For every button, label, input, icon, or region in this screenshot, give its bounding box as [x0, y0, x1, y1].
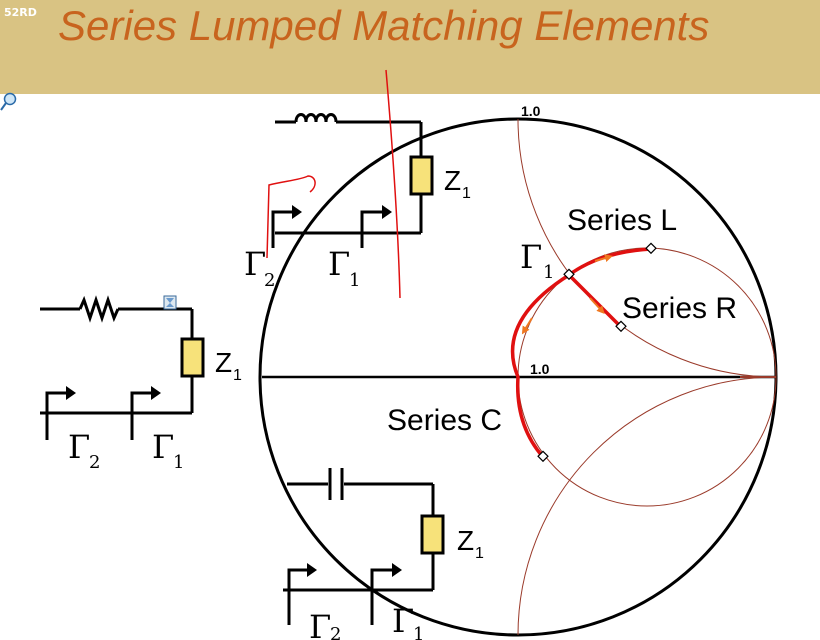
- gamma2-label-bottom: Γ: [309, 608, 331, 640]
- gamma1-label-left: Γ: [152, 428, 174, 466]
- series-capacitor-circuit: Z 1 Γ 2 Γ 1: [283, 468, 484, 640]
- resistor-icon: [78, 295, 120, 323]
- gamma1-sub-top: 1: [349, 270, 360, 291]
- magnifier-icon[interactable]: [0, 92, 20, 116]
- series-r-endpoint: [615, 320, 627, 333]
- inductor-icon: [294, 113, 338, 123]
- series-c-endpoint: [537, 450, 549, 463]
- slide-number: 52RD: [4, 6, 37, 19]
- impedance-z1-left: [180, 337, 205, 378]
- gamma2-sub-left: 2: [89, 452, 100, 473]
- red-annotation-hook: [266, 175, 316, 259]
- unit-label-top: 1.0: [521, 103, 541, 119]
- z1-label-bottom: Z: [457, 525, 474, 556]
- gamma2-arrow-left: [66, 386, 76, 400]
- series-c-trajectory: [510, 273, 570, 459]
- series-l-label: Series L: [567, 204, 677, 237]
- gamma2-label-top: Γ: [244, 245, 266, 283]
- series-r-trajectory: [567, 273, 623, 329]
- z1-sub-top: 1: [462, 185, 471, 202]
- slide-header: 52RD Series Lumped Matching Elements: [0, 0, 820, 94]
- impedance-z1-bottom: [420, 514, 445, 555]
- gamma1-arrow-left: [151, 386, 161, 400]
- series-resistor-circuit: Z 1 Γ 2 Γ 1: [40, 295, 242, 473]
- z1-sub-bottom: 1: [475, 545, 484, 562]
- slide-title: Series Lumped Matching Elements: [58, 2, 710, 49]
- series-inductor-circuit: Z 1 Γ 2 Γ 1: [244, 113, 471, 291]
- series-c-arrow: [521, 317, 533, 335]
- gamma2-label-left: Γ: [68, 428, 90, 466]
- z1-label-left: Z: [215, 347, 232, 378]
- gamma1-chart-label: Γ: [520, 238, 542, 276]
- unit-label-center: 1.0: [530, 361, 550, 377]
- hand-annotations: [266, 69, 401, 299]
- gamma1-arrow-bottom: [392, 563, 402, 577]
- unit-reactance-arc-lower: [517, 376, 777, 636]
- series-l-arrow: [594, 254, 613, 262]
- series-r-arrow: [589, 297, 605, 314]
- gamma2-sub-bottom: 2: [330, 624, 341, 640]
- gamma1-sub-left: 1: [173, 452, 184, 473]
- series-r-label: Series R: [622, 292, 737, 325]
- series-l-endpoint: [645, 242, 657, 255]
- red-reference-line: [385, 69, 401, 299]
- gamma1-label-top: Γ: [328, 245, 350, 283]
- gamma2-arrow-top: [292, 205, 302, 219]
- smith-chart: 1.0 1.0 Series L Series R Series C Γ 1: [258, 103, 778, 637]
- gamma1-arrow-top: [382, 205, 392, 219]
- gamma1-label-bottom: Γ: [392, 602, 414, 640]
- z1-label-top: Z: [444, 165, 461, 196]
- gamma1-point: [563, 268, 575, 281]
- gamma1-chart-sub: 1: [543, 262, 554, 283]
- series-c-label: Series C: [387, 404, 502, 437]
- gamma2-sub-top: 2: [264, 270, 275, 291]
- hourglass-icon: [163, 295, 177, 310]
- z1-sub-left: 1: [233, 367, 242, 384]
- gamma2-arrow-bottom: [307, 563, 317, 577]
- impedance-z1-top: [409, 155, 434, 196]
- gamma1-sub-bottom: 1: [413, 624, 424, 640]
